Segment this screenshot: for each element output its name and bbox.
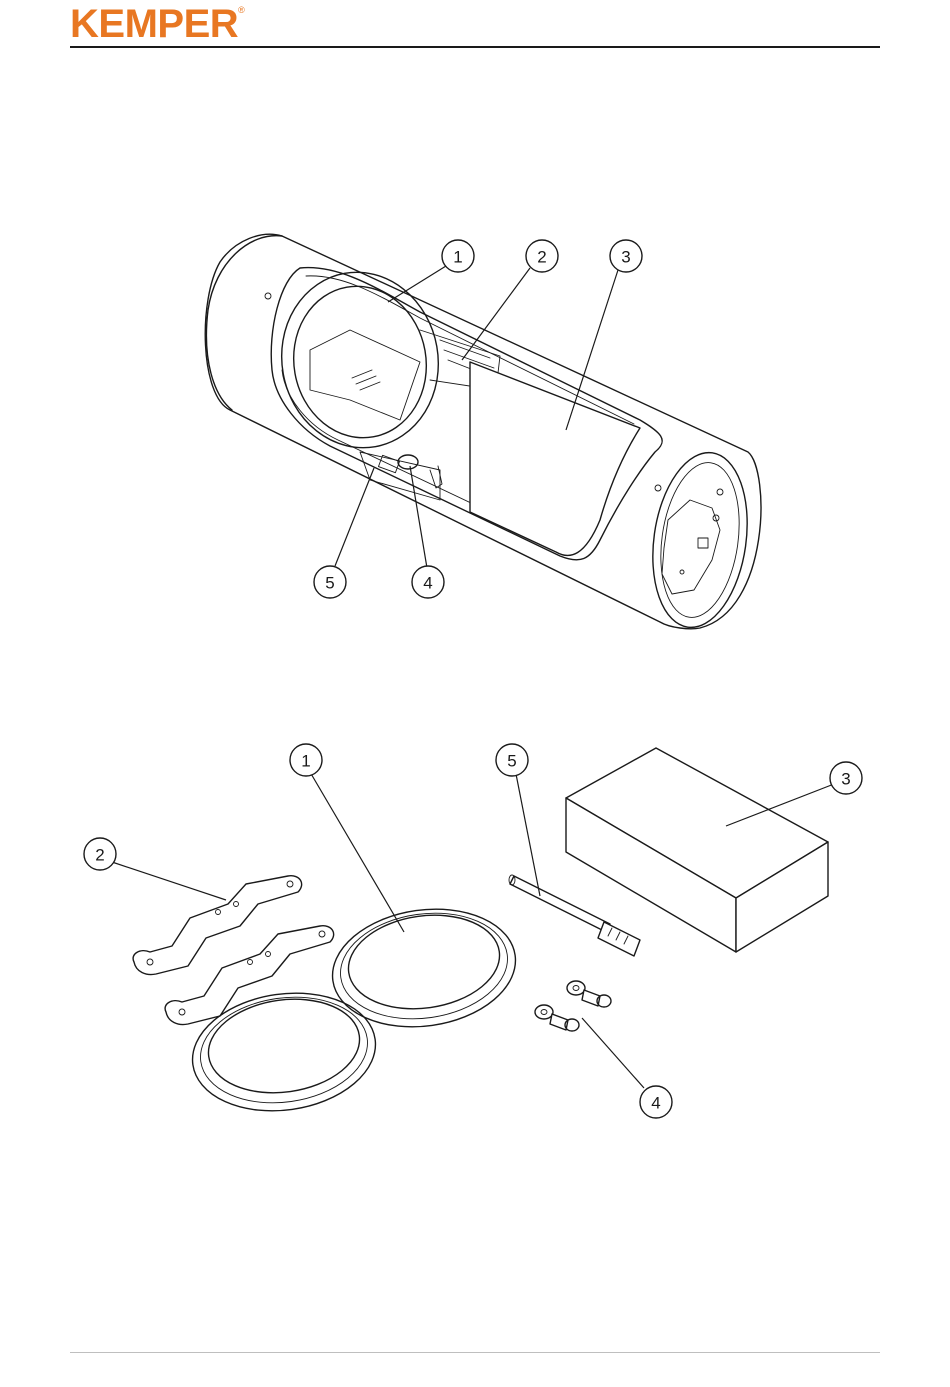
footer-rule [70, 1352, 880, 1353]
callout-label: 1 [301, 752, 310, 771]
ring-part [185, 898, 523, 1120]
registered-mark: ® [238, 5, 244, 15]
bottom-callout-4: 4 [640, 1086, 672, 1118]
antenna-part [509, 875, 640, 956]
exploded-parts-figure: 1 2 3 4 5 [0, 740, 950, 1120]
bracket-part [133, 876, 334, 1025]
assembled-housing-figure: 1 2 3 4 5 [0, 220, 950, 640]
top-callout-1: 1 [442, 240, 474, 272]
callout-label: 2 [537, 248, 546, 267]
callout-label: 4 [423, 574, 432, 593]
callout-label: 5 [507, 752, 516, 771]
callout-label: 4 [651, 1094, 660, 1113]
callout-label: 2 [95, 846, 104, 865]
callout-label: 5 [325, 574, 334, 593]
bolt-part [535, 981, 611, 1031]
callout-label: 3 [841, 770, 850, 789]
bottom-callout-3: 3 [830, 762, 862, 794]
top-callout-2: 2 [526, 240, 558, 272]
housing-drawing [205, 234, 761, 633]
callout-label: 1 [453, 248, 462, 267]
bottom-callout-2: 2 [84, 838, 116, 870]
bottom-callout-1: 1 [290, 744, 322, 776]
bottom-callout-5: 5 [496, 744, 528, 776]
logo-text: KEMPER [70, 2, 238, 46]
header-rule [70, 46, 880, 48]
top-callout-3: 3 [610, 240, 642, 272]
top-callout-4: 4 [412, 566, 444, 598]
kemper-logo: KEMPER® [70, 4, 244, 44]
page-header: KEMPER® [70, 0, 880, 48]
callout-label: 3 [621, 248, 630, 267]
top-callout-5: 5 [314, 566, 346, 598]
